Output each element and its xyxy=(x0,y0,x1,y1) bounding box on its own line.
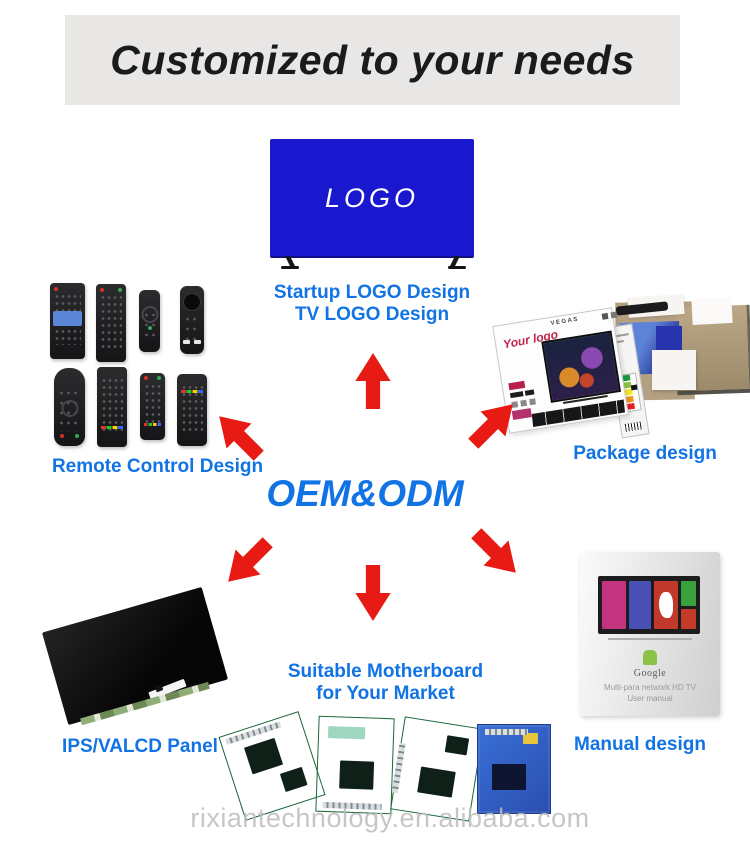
connector-icon xyxy=(485,729,529,736)
tv-box-front-image: Your logo VEGAS xyxy=(492,307,629,434)
motherboard-image xyxy=(477,724,551,814)
google-logo-text: Google xyxy=(633,668,667,679)
remote-ok-button-icon xyxy=(147,326,152,330)
remote-source-button-icon xyxy=(118,288,122,292)
manual-tv-picture xyxy=(598,576,700,634)
remote-control-image xyxy=(140,373,165,440)
remote-navpad-icon xyxy=(183,293,201,311)
user-manual-image: Google Multi-para network HD TV User man… xyxy=(580,552,720,716)
remote-color-row-icon xyxy=(144,423,161,426)
package-design-label: Package design xyxy=(573,443,717,464)
remote-control-image xyxy=(50,283,85,359)
remote-color-key-icon xyxy=(60,434,64,438)
chip-icon xyxy=(279,767,308,793)
remote-control-image xyxy=(97,367,127,447)
tv-foot-left-icon xyxy=(281,266,299,269)
remote-keys-icon xyxy=(100,294,122,348)
label-sticker-icon xyxy=(327,726,366,739)
remote-source-button-icon xyxy=(157,376,161,380)
tv-screen-logo-text: LOGO xyxy=(324,183,420,213)
manual-subtitle-text: Multi-para network HD TV xyxy=(604,683,696,692)
tv-image: LOGO xyxy=(270,139,474,258)
remote-white-key-icon xyxy=(183,340,190,344)
manual-title-text: User manual xyxy=(627,694,673,703)
box-badge-icon xyxy=(509,391,524,399)
barcode-icon xyxy=(624,421,644,432)
remote-control-image xyxy=(180,286,204,354)
remote-control-image xyxy=(139,290,160,352)
app-tile-icon xyxy=(602,581,626,629)
remote-power-button-icon xyxy=(144,376,148,380)
remote-power-button-icon xyxy=(100,288,104,292)
remote-color-row-icon xyxy=(181,390,203,393)
remote-color-row-icon xyxy=(101,426,123,429)
tv-logo-design-label: TV LOGO Design xyxy=(294,304,450,325)
chip-icon xyxy=(339,760,375,791)
foam-block-image xyxy=(691,296,733,326)
remote-control-image xyxy=(177,374,207,446)
motherboard-caption: Suitable Motherboard for Your Market xyxy=(283,661,488,705)
watermark-text: rixiantechnology.en.alibaba.com xyxy=(190,803,590,833)
arrow-up-icon xyxy=(352,353,394,409)
page-title: Customized to your needs xyxy=(110,36,635,83)
box-bottom-strip xyxy=(531,399,626,427)
remote-control-image xyxy=(54,368,85,446)
lcd-panel-label: IPS/VALCD Panel xyxy=(62,736,218,757)
remote-wheel-icon xyxy=(61,400,78,417)
app-tile-icon xyxy=(681,581,696,606)
arrow-down-icon xyxy=(352,565,394,621)
remote-navpad-icon xyxy=(141,306,158,323)
app-tile-icon xyxy=(681,608,696,629)
arrow-lower-right-icon xyxy=(461,518,530,587)
box-badge-icon xyxy=(524,389,535,396)
remote-controls-image xyxy=(44,278,224,450)
motherboard-image xyxy=(315,715,395,815)
foam-block-image xyxy=(652,350,696,390)
box-feature-icons xyxy=(511,398,538,409)
app-tile-column xyxy=(681,581,696,629)
oem-odm-title: OEM&ODM xyxy=(266,473,464,514)
box-tv-picture xyxy=(541,331,621,404)
remote-keys-icon xyxy=(101,377,123,433)
connector-icon xyxy=(391,742,406,794)
motherboard-caption-line2: for Your Market xyxy=(316,683,455,704)
startup-logo-design-label: Startup LOGO Design xyxy=(273,282,471,303)
box-model-text: VEGAS xyxy=(550,316,580,327)
remote-keys-icon xyxy=(181,384,203,432)
chip-icon xyxy=(492,763,526,791)
arrow-lower-left-icon xyxy=(213,527,282,596)
panel-pull-tab xyxy=(148,678,187,700)
chip-icon xyxy=(417,766,456,798)
motherboard-caption-line1: Suitable Motherboard xyxy=(287,661,484,682)
remote-color-key-icon xyxy=(75,434,79,438)
capacitor-icon xyxy=(522,732,539,745)
remote-control-design-label: Remote Control Design xyxy=(51,456,264,477)
remote-keys-icon xyxy=(184,314,200,340)
chip-icon xyxy=(243,737,284,775)
remote-power-button-icon xyxy=(54,287,58,291)
energy-class-marker-icon xyxy=(630,384,638,391)
box-badge-icon xyxy=(508,380,526,391)
tv-foot-right-icon xyxy=(448,266,466,269)
header-banner: Customized to your needs xyxy=(65,15,680,105)
app-tile-icon xyxy=(629,581,651,629)
manual-tv-stand xyxy=(608,638,692,640)
manual-design-label: Manual design xyxy=(574,734,706,755)
chip-icon xyxy=(444,735,469,755)
android-robot-icon xyxy=(643,650,657,665)
lcd-panel-image xyxy=(41,586,229,726)
tv-logo-caption: Startup LOGO Design TV LOGO Design xyxy=(248,282,496,326)
remote-white-key-icon xyxy=(194,340,201,344)
box-badge-icon xyxy=(511,408,532,421)
remote-blue-keys-icon xyxy=(53,311,82,326)
app-tile-icon xyxy=(654,581,678,629)
box-qr-icon xyxy=(601,312,609,320)
remote-control-image xyxy=(96,284,126,362)
remote-keys-icon xyxy=(144,383,161,426)
